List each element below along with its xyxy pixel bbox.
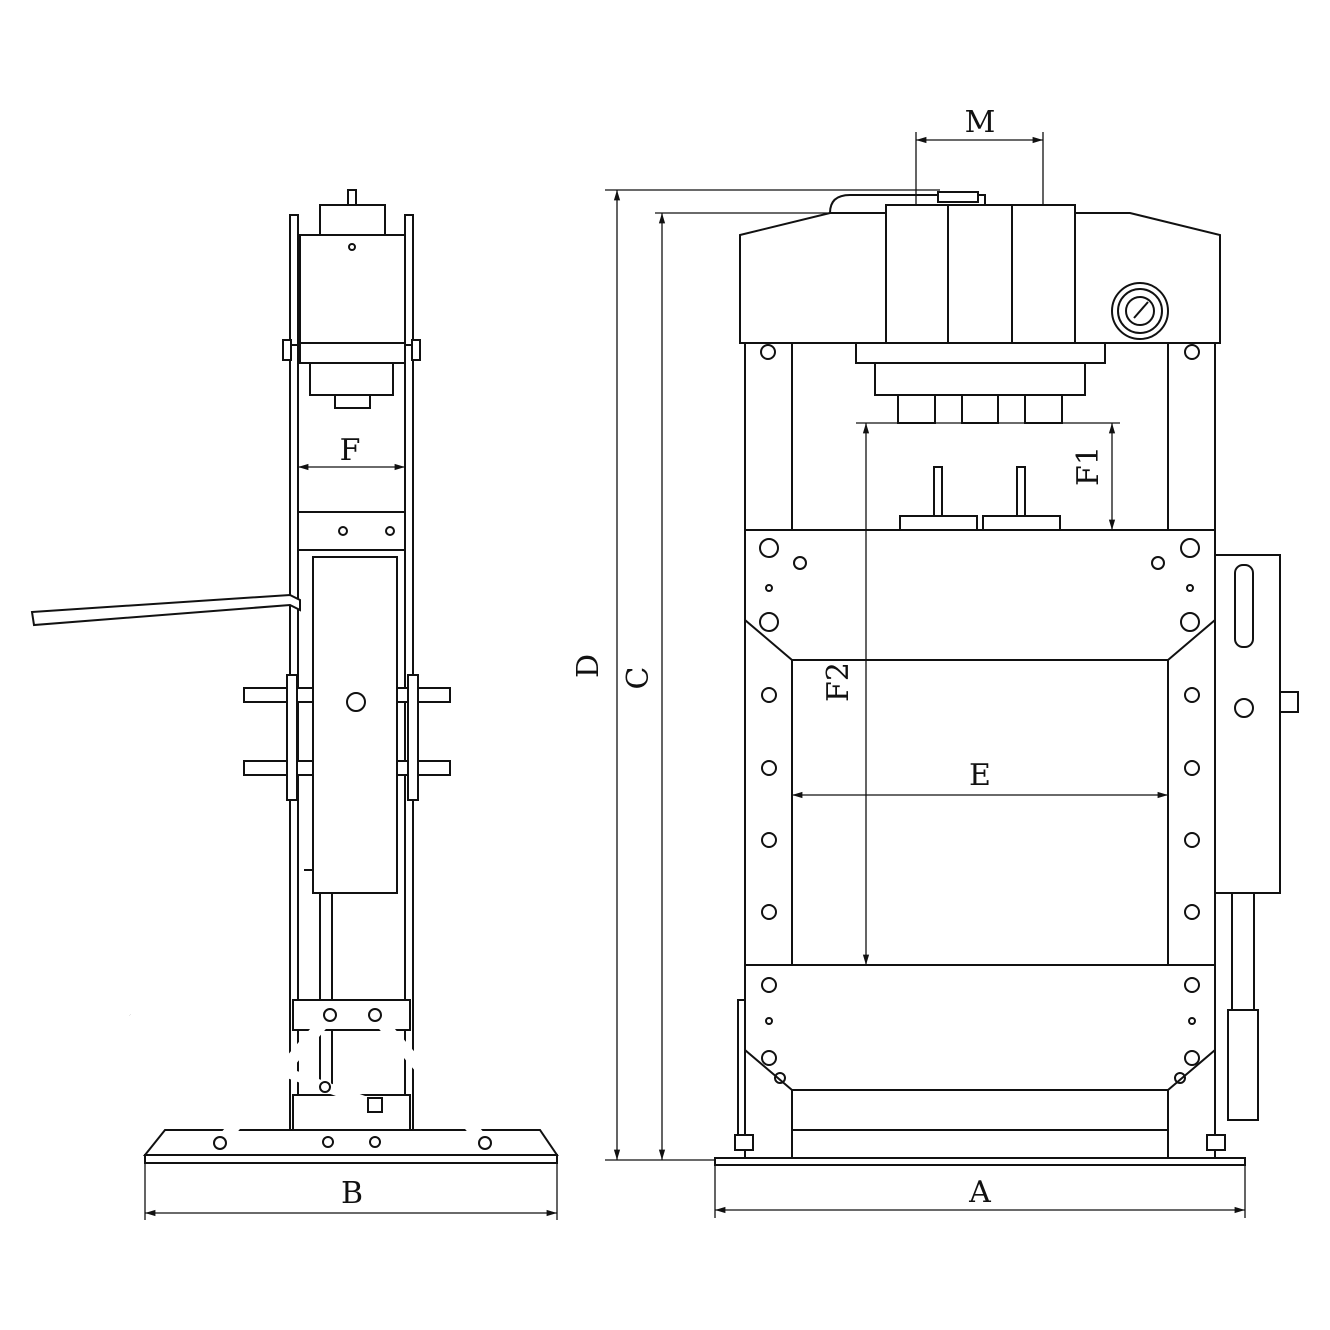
- label-A: A: [968, 1175, 991, 1210]
- label-E: E: [969, 758, 991, 793]
- side-cylinder-cap: [319, 204, 386, 236]
- label-B: B: [341, 1176, 363, 1211]
- pressure-gauge-icon: [1111, 282, 1169, 340]
- column-holes: [761, 687, 1200, 1084]
- side-base: [142, 1129, 559, 1156]
- front-view: M: [571, 105, 1299, 1218]
- label-F1: F1: [1071, 446, 1106, 486]
- cylinders: [885, 204, 1076, 344]
- front-base: [714, 1157, 1246, 1166]
- side-pump-box: [312, 556, 398, 894]
- pump-handle: [30, 593, 301, 627]
- side-view: F B: [30, 189, 559, 1220]
- label-F2: F2: [821, 662, 856, 702]
- bed-winches: [759, 538, 1200, 632]
- label-D: D: [571, 654, 606, 678]
- side-plate: [297, 511, 406, 551]
- label-F: F: [340, 433, 361, 468]
- bed-lower: [744, 964, 1216, 1091]
- label-M: M: [965, 105, 996, 140]
- bed-upper: [744, 529, 1216, 661]
- label-C: C: [621, 667, 656, 690]
- side-cylinder: [299, 234, 406, 344]
